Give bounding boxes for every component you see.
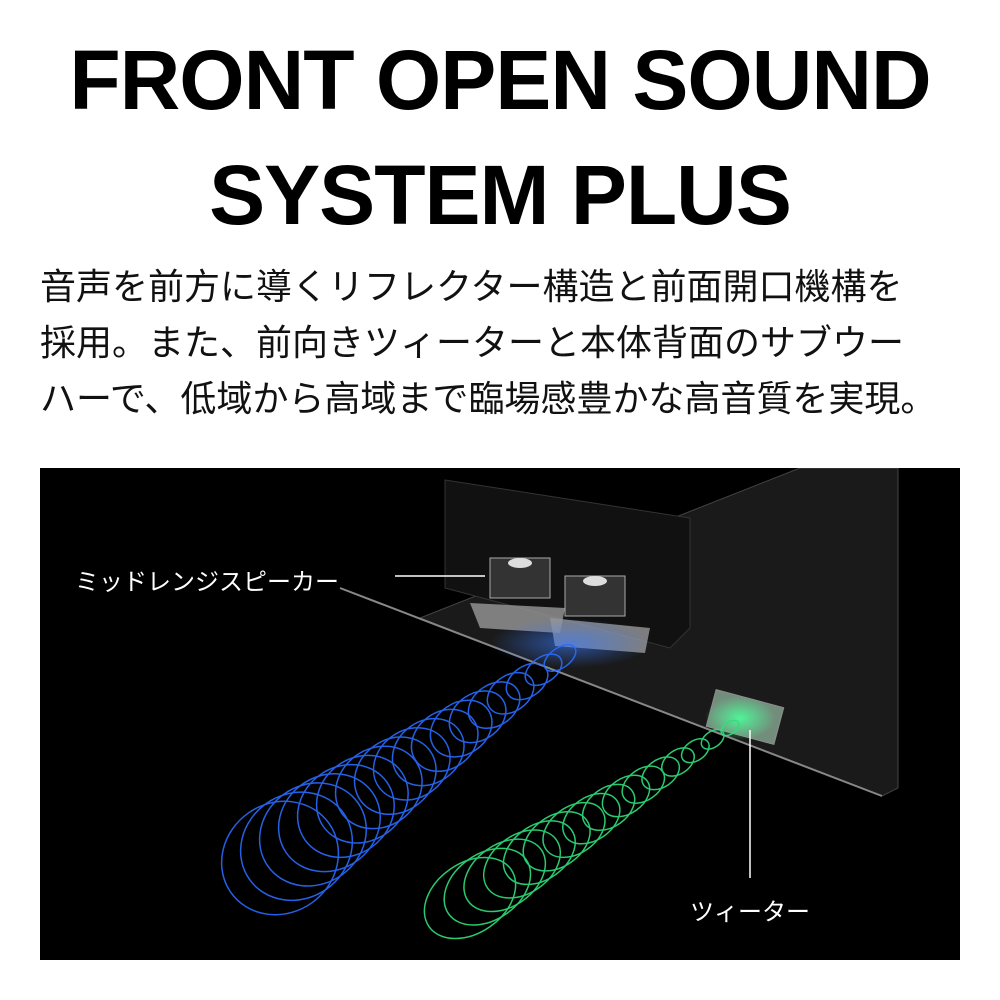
wave-ring <box>391 717 465 787</box>
wave-ring <box>542 801 606 859</box>
wave-ring <box>315 754 409 844</box>
soundbar-housing <box>444 479 691 649</box>
wave-ring <box>296 763 395 859</box>
wave-ring <box>700 728 725 750</box>
speaker-diagram <box>220 468 899 940</box>
midrange-sound-waves <box>220 644 577 916</box>
wave-ring <box>239 791 354 902</box>
wave-ring <box>467 681 521 730</box>
description-line-1: 音声を前方に導くリフレクター構造と前面開口機構を <box>40 267 903 308</box>
headline-line-1: FRONT OPEN SOUND <box>20 30 980 130</box>
wave-ring <box>482 829 562 899</box>
headline-text-2: SYSTEM PLUS <box>209 148 792 242</box>
panel-edge <box>339 587 883 797</box>
wave-ring <box>372 727 451 801</box>
midrange-speaker-label: ミッドレンジスピーカー <box>75 568 339 596</box>
description-line-3: ハーで、低域から高域まで臨場感豊かな高音質を実現。 <box>40 379 937 420</box>
wave-ring <box>429 699 493 758</box>
speaker-illustration: ミッドレンジスピーカー ツィーター <box>40 468 960 960</box>
midrange-glow <box>490 618 650 668</box>
wave-ring <box>641 756 681 791</box>
wave-ring <box>680 737 710 764</box>
wave-ring <box>486 671 535 715</box>
wave-ring <box>220 800 340 916</box>
wave-ring <box>423 856 517 940</box>
description-line-2: 採用。また、前向きツィーターと本体背面のサブウー <box>40 323 905 364</box>
headline-line-2: SYSTEM PLUS <box>20 145 980 245</box>
wave-ring <box>522 811 591 872</box>
wave-ring <box>448 690 507 744</box>
wave-ring <box>524 653 563 687</box>
wave-ring <box>562 792 621 845</box>
wave-ring <box>505 662 549 701</box>
wave-ring <box>720 719 740 737</box>
wave-ring <box>502 820 576 886</box>
wave-ring <box>601 774 651 818</box>
tweeter <box>705 688 785 746</box>
wave-ring <box>621 765 666 804</box>
wave-ring <box>353 736 437 816</box>
tweeter-sound-waves <box>423 719 740 940</box>
wave-ring <box>581 783 636 832</box>
tweeter-label: ツィーター <box>690 898 810 926</box>
headline-text-1: FRONT OPEN SOUND <box>69 33 931 127</box>
wave-ring <box>334 745 423 830</box>
